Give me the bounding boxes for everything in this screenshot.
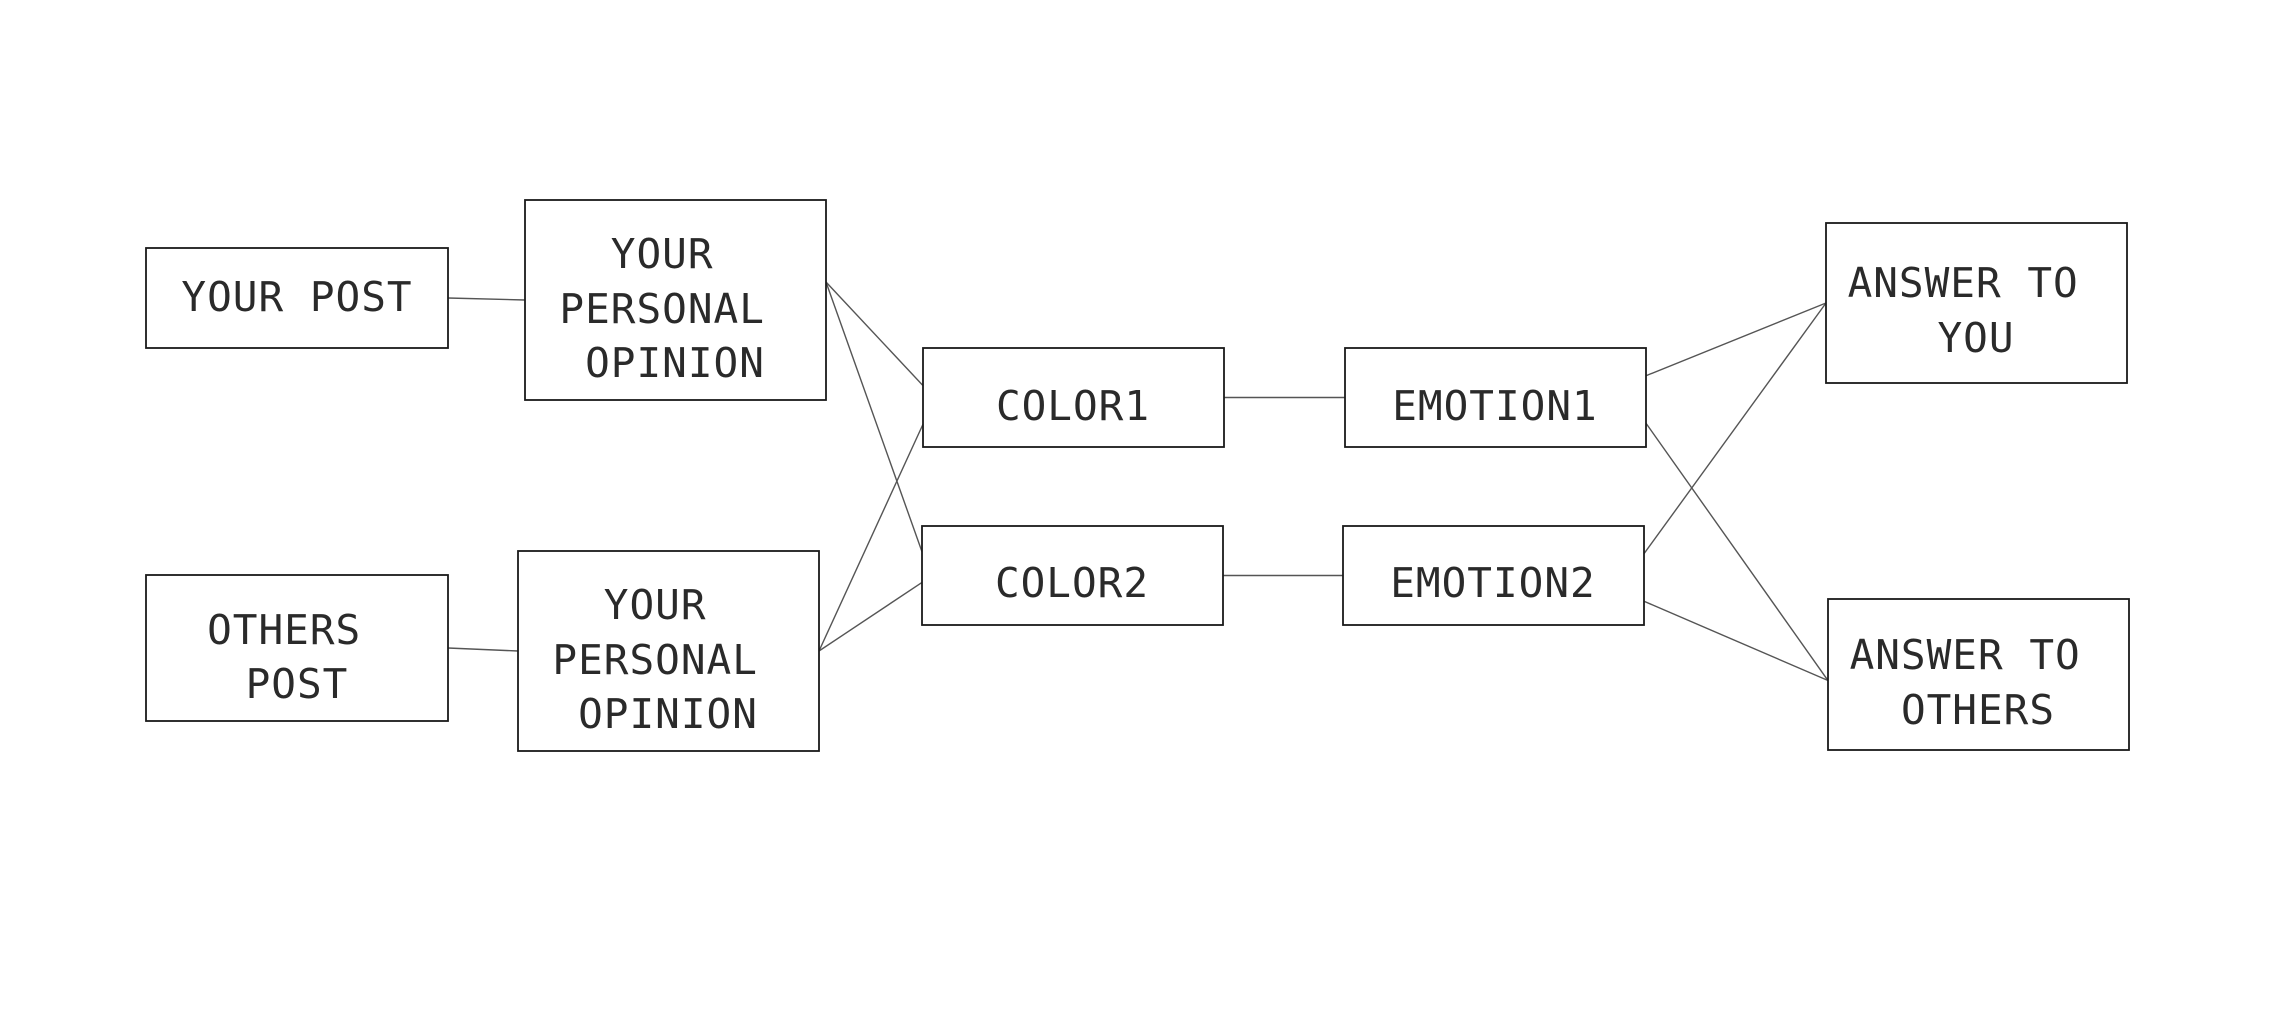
node-label-line: COLOR2 [995, 559, 1149, 607]
node-color2: COLOR2 [921, 525, 1224, 626]
node-emotion2: EMOTION2 [1342, 525, 1645, 626]
connector-others-post-to-your-opinion-2 [447, 647, 519, 652]
connector-your-opinion-2-to-color1 [818, 423, 924, 652]
connector-emotion2-to-answer-you [1643, 302, 1827, 555]
node-label-line: OPINION [585, 339, 765, 387]
node-label-line: EMOTION2 [1390, 559, 1595, 607]
node-answer-to-others: ANSWER TO OTHERS [1827, 598, 2130, 751]
svg-text:EMOTION1: EMOTION1 [1392, 382, 1597, 430]
node-your-personal-opinion-bottom: YOUR PERSONAL OPINION [517, 550, 820, 752]
svg-text:YOUR PERSONAL OPIN: YOUR PERSONAL OPINION [559, 230, 790, 387]
node-label-line: YOUR POST [181, 273, 412, 321]
node-label-line: PERSONAL [552, 636, 757, 684]
node-label-line: OTHERS [1901, 686, 2055, 734]
node-color1: COLOR1 [922, 347, 1225, 448]
node-label-line: OTHERS [207, 606, 361, 654]
node-label-line: COLOR1 [996, 382, 1150, 430]
svg-text:ANSWER TO YOU: ANSWER TO YOU [1848, 259, 2105, 362]
svg-text:COLOR2: COLOR2 [995, 559, 1149, 607]
node-label-line: ANSWER TO [1848, 259, 2079, 307]
connector-your-opinion-2-to-color2 [818, 581, 923, 652]
node-label-line: EMOTION1 [1392, 382, 1597, 430]
node-answer-to-you: ANSWER TO YOU [1825, 222, 2128, 384]
node-label-line: YOUR [604, 581, 707, 629]
node-label-line: YOU [1937, 314, 2014, 362]
node-label-line: ANSWER TO [1850, 631, 2081, 679]
connector-your-opinion-1-to-color2 [825, 281, 923, 552]
svg-text:ANSWER TO OTHERS: ANSWER TO OTHERS [1850, 631, 2107, 734]
svg-text:OTHERS POST: OTHERS POST [207, 606, 387, 708]
svg-text:YOUR POST: YOUR POST [181, 273, 412, 321]
node-label-line: POST [246, 660, 349, 708]
node-label-line: PERSONAL [559, 285, 764, 333]
node-others-post: OTHERS POST [145, 574, 449, 722]
connector-emotion1-to-answer-you [1645, 302, 1827, 377]
node-your-personal-opinion-top: YOUR PERSONAL OPINION [524, 199, 827, 401]
connector-emotion1-to-answer-others [1645, 422, 1829, 681]
svg-text:YOUR PERSONAL OPIN: YOUR PERSONAL OPINION [552, 581, 783, 738]
connector-lines [447, 281, 1829, 682]
connector-your-post-to-your-opinion-1 [447, 297, 526, 301]
node-your-post: YOUR POST [145, 247, 449, 349]
connector-your-opinion-1-to-color1 [825, 281, 924, 387]
connector-emotion2-to-answer-others [1643, 600, 1829, 682]
node-label-line: YOUR [611, 230, 714, 278]
node-label-line: OPINION [578, 690, 758, 738]
svg-text:EMOTION2: EMOTION2 [1390, 559, 1595, 607]
svg-text:COLOR1: COLOR1 [996, 382, 1150, 430]
node-emotion1: EMOTION1 [1344, 347, 1647, 448]
